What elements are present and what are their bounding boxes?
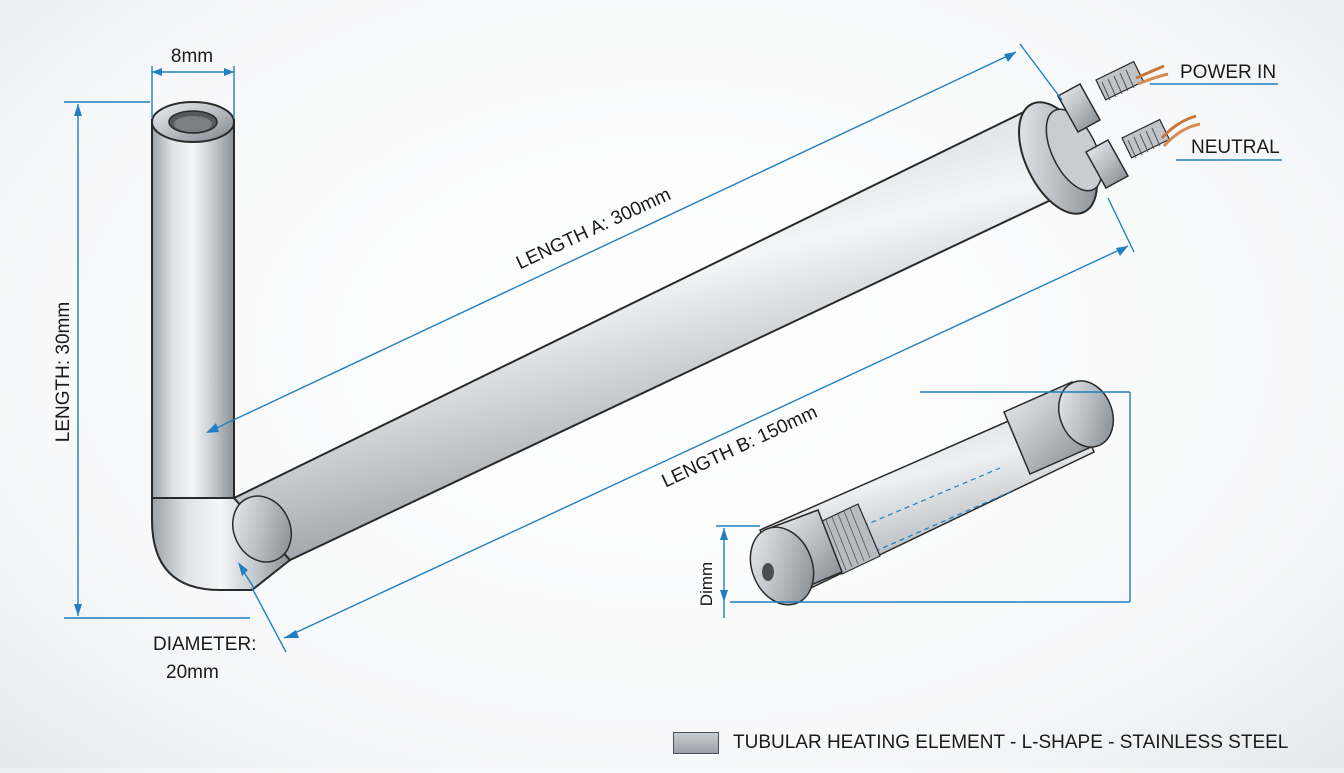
vertical-leg — [151, 119, 235, 499]
terminal-assembly — [1018, 60, 1201, 215]
diameter-title-label: DIAMETER: — [153, 634, 256, 655]
length-b-label: LENGTH B: 150mm — [659, 402, 821, 492]
vertical-length-label: LENGTH: 30mm — [53, 302, 74, 442]
power-in-label: POWER IN — [1180, 62, 1276, 83]
bend-joint — [232, 495, 292, 563]
neutral-terminal — [1084, 114, 1201, 190]
dimension-lines — [64, 43, 1282, 653]
neutral-label: NEUTRAL — [1191, 137, 1280, 158]
diameter-value-label: 20mm — [166, 662, 219, 683]
cartridge-diameter-label: Dimm — [697, 562, 716, 606]
top-diameter-label: 8mm — [171, 46, 213, 67]
l-shaped-tube — [151, 101, 1074, 591]
legend-text: TUBULAR HEATING ELEMENT - L-SHAPE - STAI… — [733, 732, 1289, 753]
legend-swatch — [673, 732, 719, 754]
cartridge-end-face — [749, 526, 815, 606]
legend: TUBULAR HEATING ELEMENT - L-SHAPE - STAI… — [673, 732, 1288, 754]
power-in-terminal — [1056, 60, 1169, 134]
bend — [151, 497, 292, 591]
length-a-label: LENGTH A: 300mm — [513, 184, 674, 274]
cartridge-detail — [749, 380, 1115, 606]
